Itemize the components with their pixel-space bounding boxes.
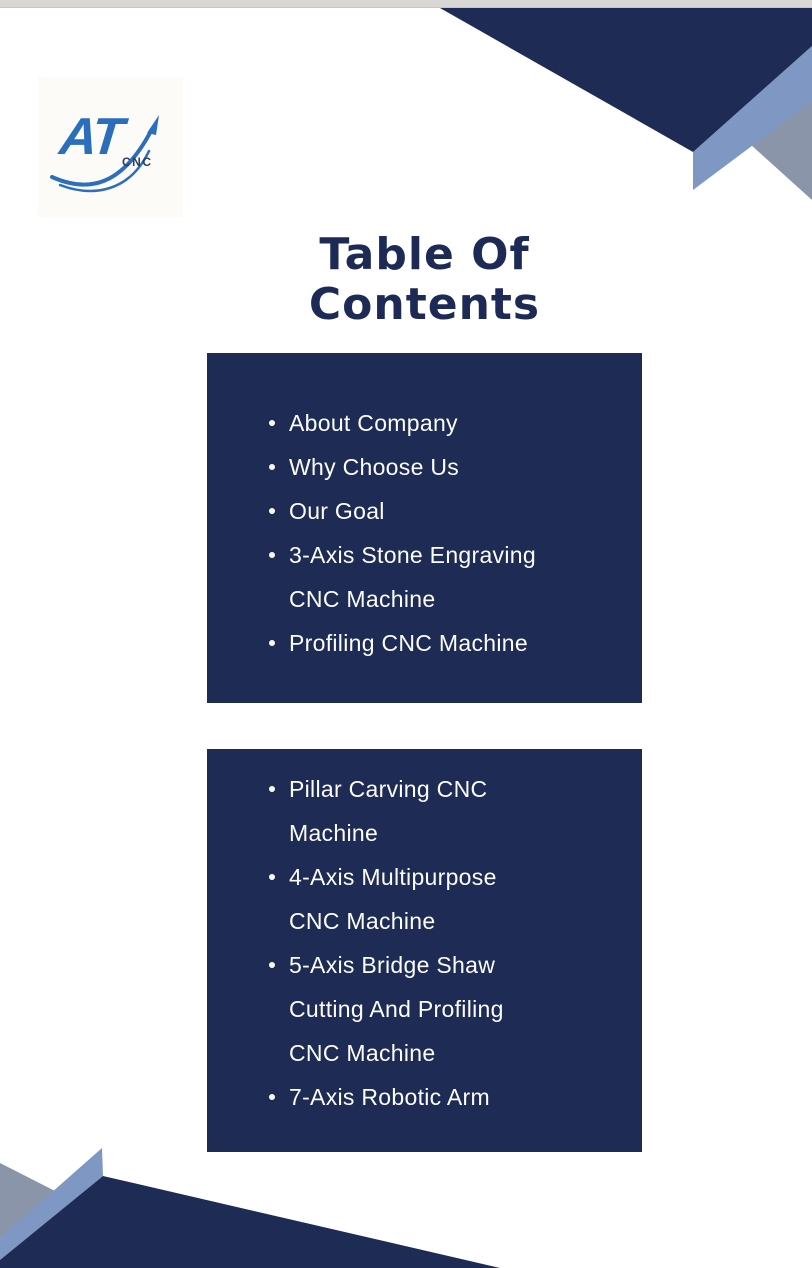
- toc-item-label: 7-Axis Robotic Arm: [289, 1084, 490, 1110]
- toc-item: 4-Axis Multipurpose CNC Machine: [269, 855, 622, 943]
- toc-item: Our Goal: [269, 489, 622, 533]
- toc-item: About Company: [269, 401, 622, 445]
- logo-cnc-text: CNC: [122, 155, 153, 169]
- bullet-icon: [269, 1094, 275, 1100]
- bullet-icon: [269, 420, 275, 426]
- toc-item: Pillar Carving CNC Machine: [269, 767, 622, 855]
- toc-item-label: 3-Axis Stone Engraving CNC Machine: [289, 542, 536, 612]
- toc-item-label: 5-Axis Bridge Shaw Cutting And Profiling…: [289, 952, 504, 1066]
- toc-box-2: Pillar Carving CNC Machine 4-Axis Multipu…: [207, 749, 642, 1152]
- toc-item-label: About Company: [289, 410, 458, 436]
- toc-item: 7-Axis Robotic Arm: [269, 1075, 622, 1119]
- toc-item: 5-Axis Bridge Shaw Cutting And Profiling…: [269, 943, 622, 1075]
- toc-list-2: Pillar Carving CNC Machine 4-Axis Multipu…: [207, 749, 642, 1119]
- bullet-icon: [269, 640, 275, 646]
- company-logo: AT CNC: [38, 77, 183, 217]
- bullet-icon: [269, 962, 275, 968]
- bullet-icon: [269, 552, 275, 558]
- bullet-icon: [269, 786, 275, 792]
- bullet-icon: [269, 464, 275, 470]
- toc-item-label: Why Choose Us: [289, 454, 460, 480]
- page-title: Table Of Contents: [308, 229, 541, 330]
- bullet-icon: [269, 508, 275, 514]
- page-top-edge-bar: [0, 0, 812, 8]
- bullet-icon: [269, 874, 275, 880]
- toc-item: Why Choose Us: [269, 445, 622, 489]
- toc-item-label: Pillar Carving CNC Machine: [289, 776, 488, 846]
- toc-item-label: 4-Axis Multipurpose CNC Machine: [289, 864, 497, 934]
- toc-item: 3-Axis Stone Engraving CNC Machine: [269, 533, 622, 621]
- toc-item: Profiling CNC Machine: [269, 621, 622, 665]
- toc-item-label: Profiling CNC Machine: [289, 630, 528, 656]
- logo-swoosh-arrow-icon: [50, 115, 159, 193]
- toc-item-label: Our Goal: [289, 498, 385, 524]
